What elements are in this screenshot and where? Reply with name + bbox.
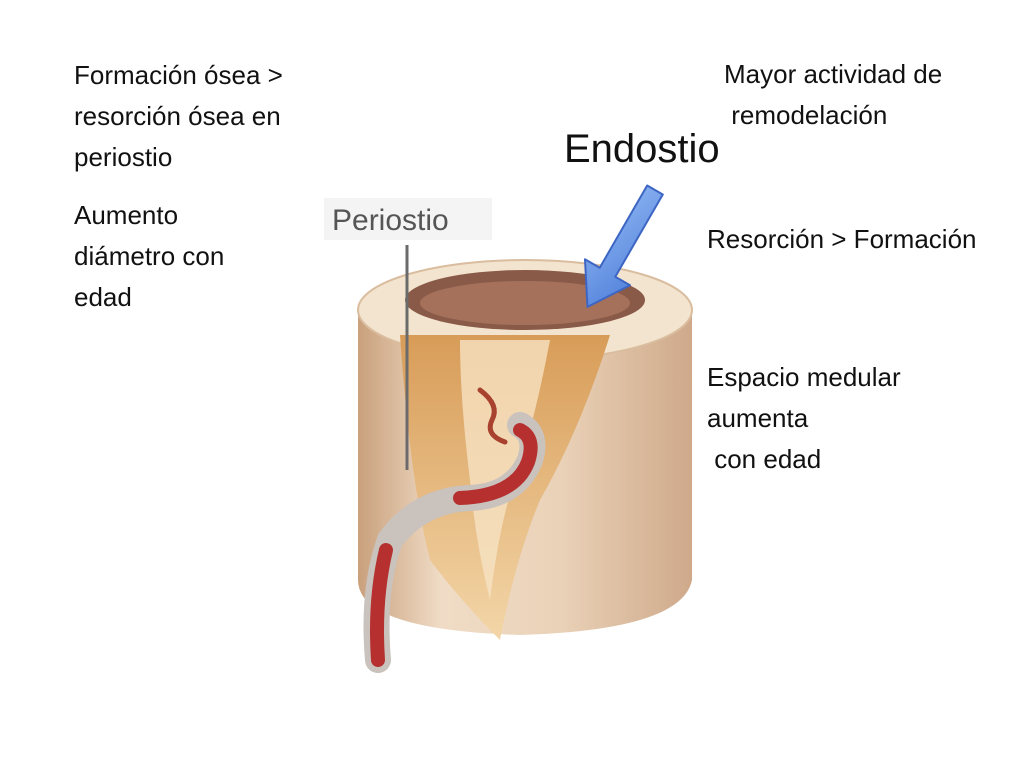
remodeling-activity-note: Mayor actividad de remodelación	[724, 59, 943, 130]
endosteum-title: Endostio	[564, 127, 720, 171]
resorption-note: Resorción > Formación	[707, 224, 977, 254]
cutaway-inner-layer	[460, 340, 550, 600]
medullary-space-note: Espacio medular aumenta con edad	[707, 362, 901, 474]
endosteum-arrow	[583, 184, 664, 308]
periosteum-formation-note: Formación ósea > resorción ósea en perio…	[74, 60, 283, 172]
blood-vessel-branch	[477, 387, 508, 445]
bone-cross-section-diagram: Periostio	[324, 184, 693, 673]
periosteum-label: Periostio	[332, 204, 449, 237]
medullary-cavity-texture	[420, 281, 630, 325]
diameter-increase-note: Aumento diámetro con edad	[74, 200, 225, 312]
blood-vessel-upper	[453, 423, 538, 505]
periosteum-label-background	[324, 198, 492, 240]
blood-vessel-lower	[370, 543, 393, 667]
